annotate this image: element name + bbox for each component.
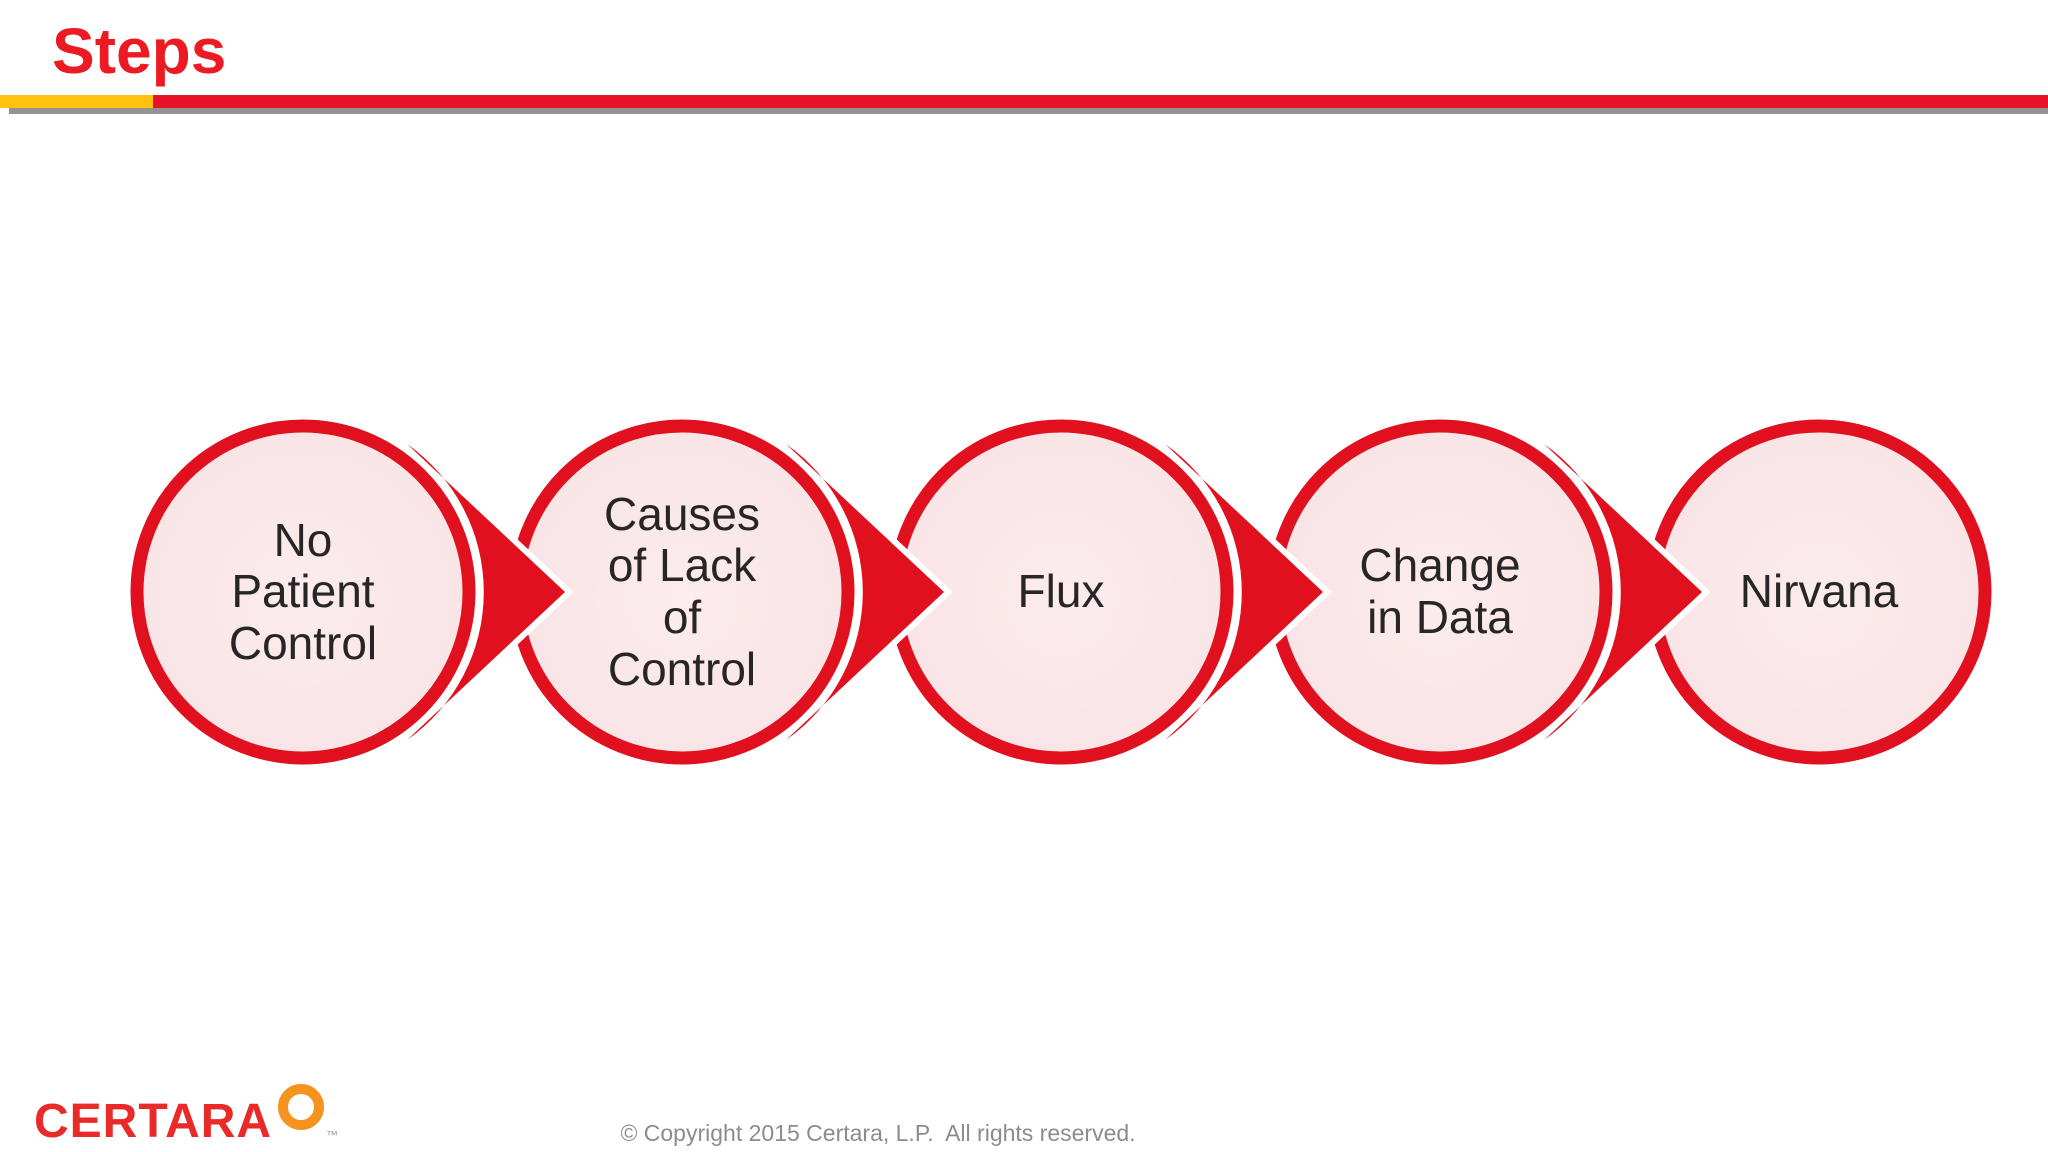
accent-bar-red-segment: [153, 95, 2048, 108]
logo-ring-icon: [278, 1084, 324, 1130]
step-label: Nirvana: [1739, 565, 1899, 618]
certara-logo: CERTARA ™: [34, 1084, 338, 1148]
certara-logo-text: CERTARA: [34, 1095, 273, 1148]
step-circle: [130, 419, 476, 765]
title-accent-bar: [0, 95, 2048, 108]
step-label: Flux: [1017, 565, 1105, 618]
flow-arrow-icon: [781, 439, 953, 745]
logo-trademark: ™: [326, 1128, 338, 1142]
step-label: Causes of Lack of Control: [604, 487, 760, 695]
flow-arrow-icon: [402, 439, 574, 745]
copyright-text: © Copyright 2015 Certara, L.P. All right…: [620, 1120, 1136, 1146]
flow-arrow-icon: [1160, 439, 1332, 745]
step-label: No Patient Control: [228, 513, 378, 669]
flow-arrow-icon: [1539, 439, 1711, 745]
accent-bar-yellow-segment: [0, 95, 153, 108]
slide-title: Steps: [52, 15, 227, 87]
step-label: Change in Data: [1359, 539, 1521, 643]
